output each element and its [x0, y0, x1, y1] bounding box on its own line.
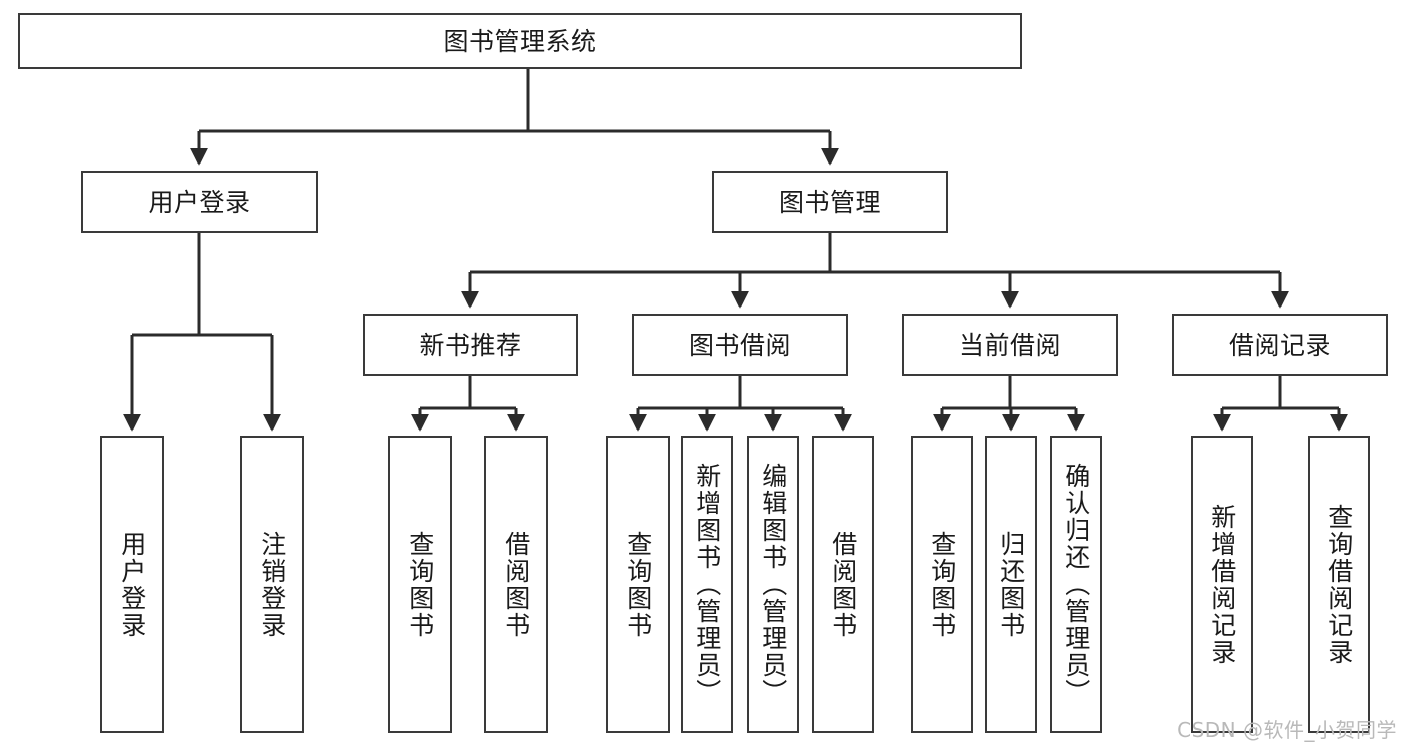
- node-user-login[interactable]: 用户登录: [81, 171, 318, 233]
- node-root-system[interactable]: 图书管理系统: [18, 13, 1022, 69]
- node-label: 当前借阅: [958, 330, 1061, 360]
- leaf-edit-book-admin[interactable]: 编辑图书（管理员）: [747, 436, 799, 733]
- node-label: 用户登录: [148, 187, 251, 217]
- leaf-borrow-book-recommend[interactable]: 借阅图书: [484, 436, 548, 733]
- node-label: 确认归还（管理员）: [1061, 463, 1091, 706]
- leaf-query-book-current[interactable]: 查询图书: [911, 436, 973, 733]
- node-label: 图书管理系统: [443, 26, 597, 56]
- node-book-borrow[interactable]: 图书借阅: [632, 314, 848, 376]
- node-label: 新增借阅记录: [1207, 503, 1237, 666]
- node-book-manage[interactable]: 图书管理: [712, 171, 948, 233]
- node-new-book-recommend[interactable]: 新书推荐: [363, 314, 578, 376]
- node-label: 查询图书: [405, 530, 435, 639]
- node-label: 图书管理: [778, 187, 881, 217]
- node-label: 归还图书: [996, 530, 1026, 639]
- leaf-query-borrow-record[interactable]: 查询借阅记录: [1308, 436, 1370, 733]
- leaf-query-book-borrow[interactable]: 查询图书: [606, 436, 670, 733]
- leaf-user-login[interactable]: 用户登录: [100, 436, 164, 733]
- node-label: 借阅记录: [1228, 330, 1331, 360]
- leaf-add-borrow-record[interactable]: 新增借阅记录: [1191, 436, 1253, 733]
- watermark-text: CSDN @软件_小贺同学: [1177, 718, 1397, 742]
- leaf-borrow-book[interactable]: 借阅图书: [812, 436, 874, 733]
- leaf-confirm-return-admin[interactable]: 确认归还（管理员）: [1050, 436, 1102, 733]
- leaf-logout[interactable]: 注销登录: [240, 436, 304, 733]
- node-label: 编辑图书（管理员）: [758, 463, 788, 706]
- node-label: 借阅图书: [501, 530, 531, 639]
- node-label: 图书借阅: [688, 330, 791, 360]
- leaf-add-book-admin[interactable]: 新增图书（管理员）: [681, 436, 733, 733]
- node-label: 查询图书: [927, 530, 957, 639]
- leaf-return-book[interactable]: 归还图书: [985, 436, 1037, 733]
- node-label: 注销登录: [257, 530, 287, 639]
- node-label: 查询图书: [623, 530, 653, 639]
- node-label: 查询借阅记录: [1324, 503, 1354, 666]
- node-borrow-record[interactable]: 借阅记录: [1172, 314, 1388, 376]
- node-current-borrow[interactable]: 当前借阅: [902, 314, 1118, 376]
- node-label: 借阅图书: [828, 530, 858, 639]
- node-label: 用户登录: [117, 530, 147, 639]
- leaf-query-book-recommend[interactable]: 查询图书: [388, 436, 452, 733]
- node-label: 新增图书（管理员）: [692, 463, 722, 706]
- node-label: 新书推荐: [419, 330, 522, 360]
